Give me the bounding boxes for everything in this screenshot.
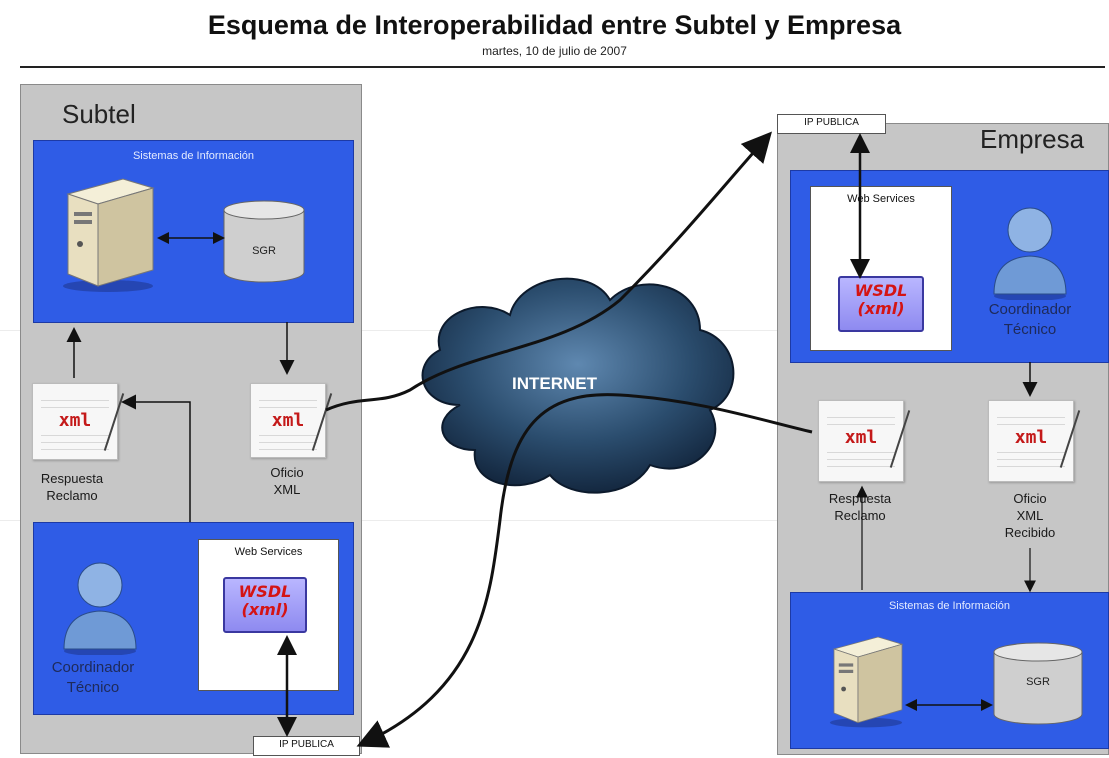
database-icon — [222, 200, 306, 284]
empresa-ip-box: IP PUBLICA — [777, 114, 886, 134]
empresa-sgr-label: SGR — [1026, 676, 1050, 688]
empresa-coordinador-label: Coordinador Técnico — [988, 301, 1072, 338]
xml-tag: xml — [37, 410, 113, 431]
xml-tag: xml — [255, 410, 321, 431]
oficio-xml-document: xml — [988, 400, 1081, 482]
title-rule — [20, 66, 1105, 68]
user-icon — [60, 555, 140, 656]
subtel-info-systems-title: Sistemas de Información — [132, 150, 255, 162]
internet-label: INTERNET — [512, 374, 597, 393]
database-icon — [992, 642, 1084, 726]
xml-tag: xml — [993, 427, 1069, 448]
background-line — [0, 520, 1109, 521]
subtel-respuesta-label: Respuesta Reclamo — [40, 471, 104, 503]
empresa-wsdl-badge: WSDL (xml) — [838, 276, 924, 332]
user-icon — [990, 200, 1070, 301]
empresa-info-systems-title: Sistemas de Información — [888, 600, 1011, 612]
subtel-coordinador-label: Coordinador Técnico — [51, 659, 135, 696]
server-icon — [826, 625, 906, 737]
subtel-title: Subtel — [62, 99, 136, 129]
respuesta-xml-document: xml — [818, 400, 911, 482]
empresa-respuesta-label: Respuesta Reclamo — [828, 491, 892, 523]
subtel-wsdl-badge: WSDL (xml) — [223, 577, 307, 633]
subtel-web-services-title: Web Services — [234, 546, 303, 558]
respuesta-xml-document: xml — [32, 383, 125, 460]
oficio-xml-document: xml — [250, 383, 333, 458]
subtel-oficio-label: Oficio XML — [270, 465, 304, 497]
xml-tag: xml — [823, 427, 899, 448]
empresa-oficio-label: Oficio XML Recibido — [1004, 491, 1056, 540]
page-date: martes, 10 de julio de 2007 — [482, 44, 627, 58]
empresa-title: Empresa — [980, 124, 1085, 154]
server-icon — [58, 174, 158, 294]
subtel-sgr-label: SGR — [252, 245, 276, 257]
page-title: Esquema de Interoperabilidad entre Subte… — [207, 10, 902, 40]
internet-cloud-icon — [400, 255, 750, 505]
